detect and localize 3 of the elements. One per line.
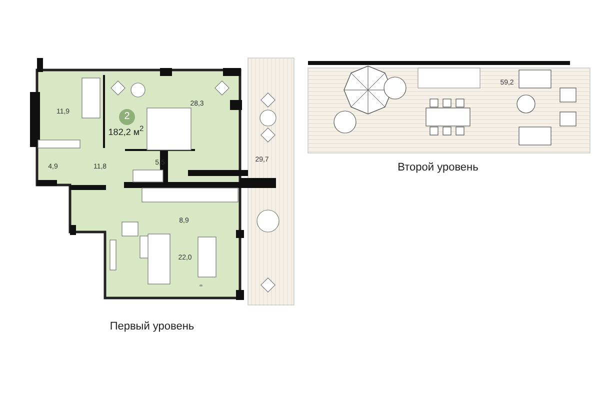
level-caption: Первый уровень	[110, 322, 194, 332]
level-caption: Второй уровень	[398, 162, 478, 174]
total-area-label: 182,2 м$^{2}$	[108, 125, 144, 137]
